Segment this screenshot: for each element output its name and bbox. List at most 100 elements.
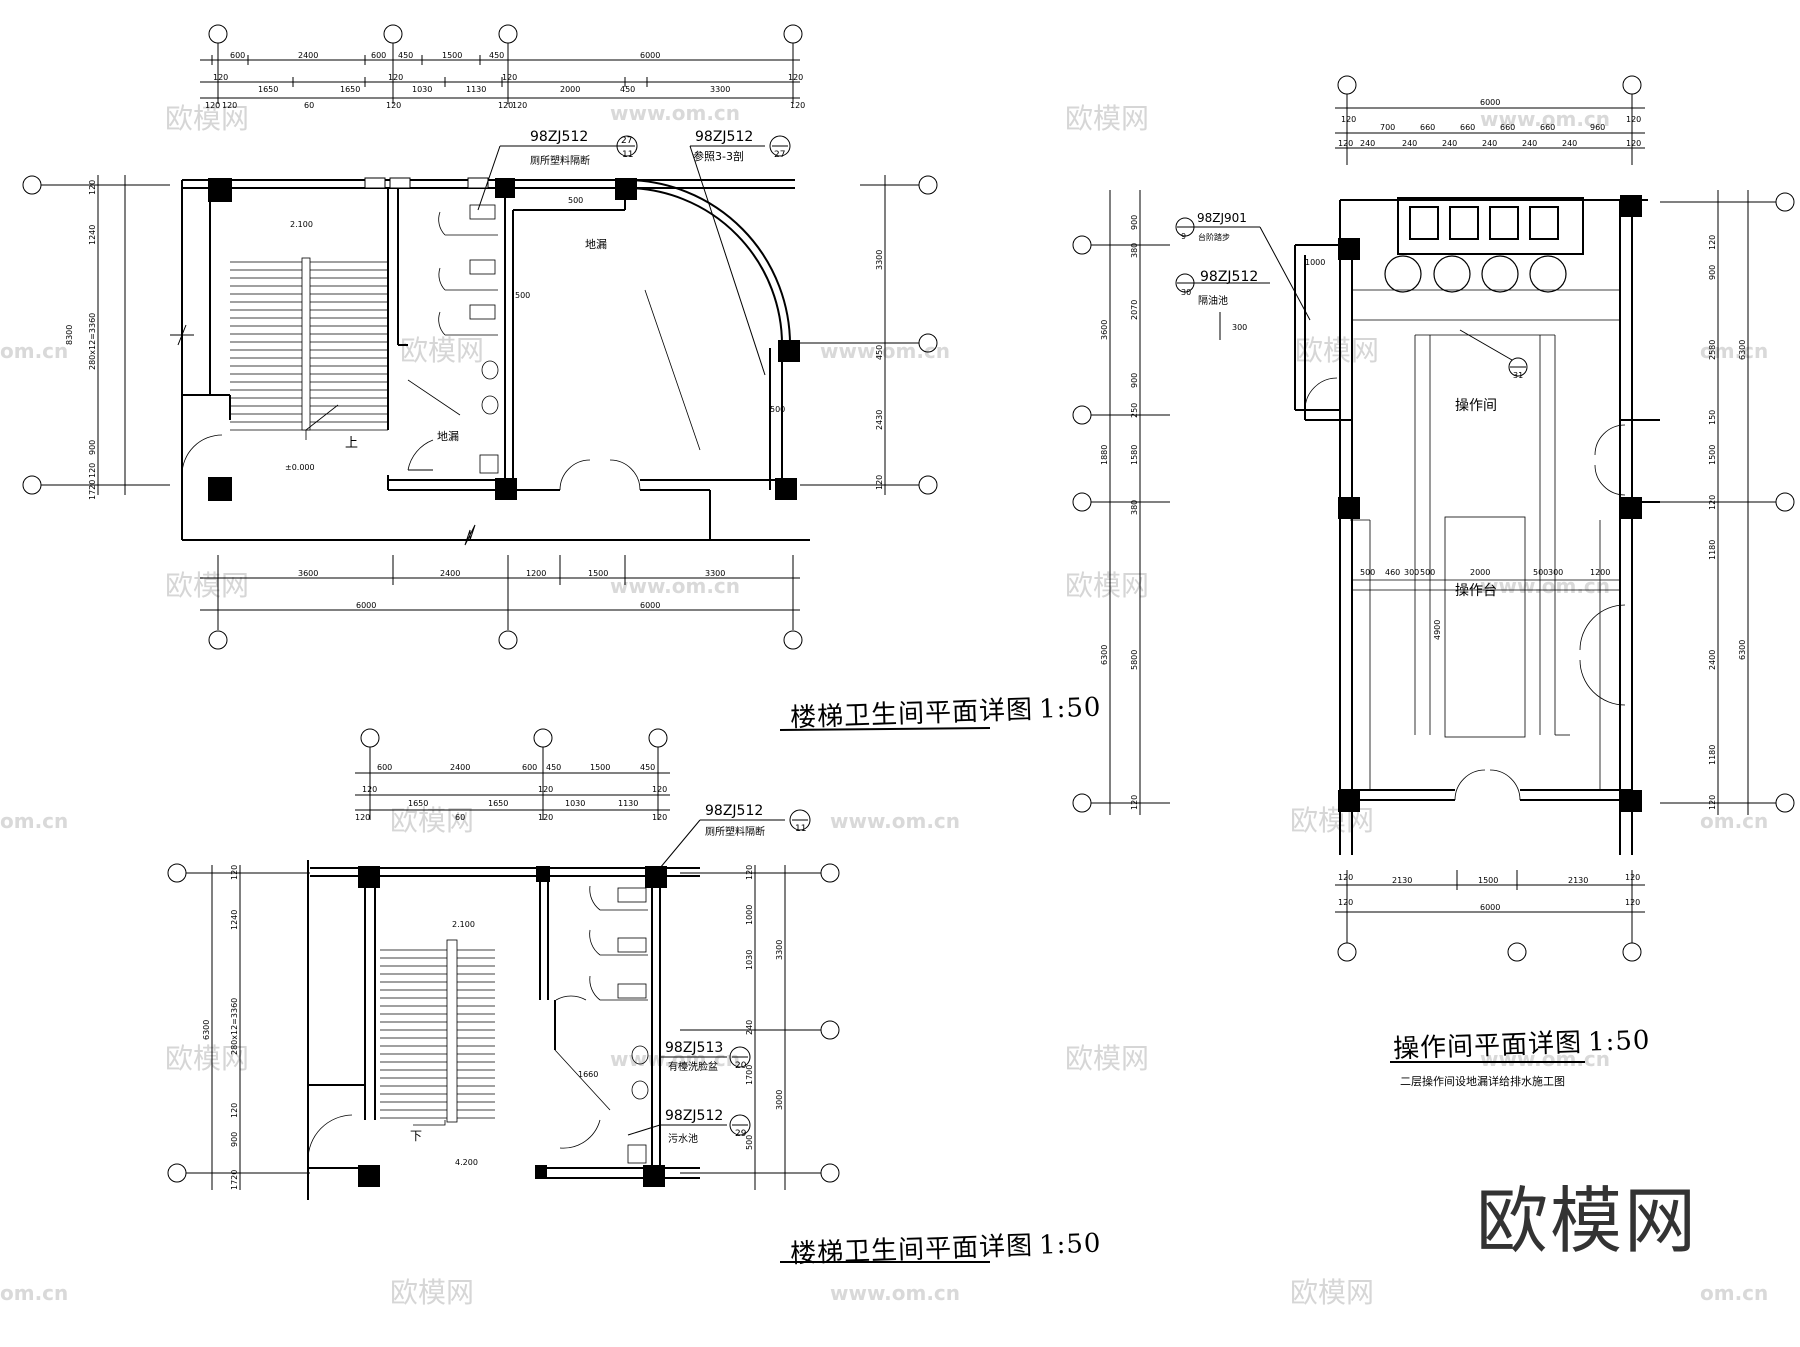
stair-up-label: 上 [345,436,358,451]
dim-text: 120 [1708,795,1717,810]
dim-text: 1180 [1708,540,1717,560]
dim-text: 1500 [442,51,462,60]
watermark-url: om.cn [1700,339,1768,363]
dim-text: 460 [1385,568,1400,577]
callout: 98ZJ512 11 厕所塑料隔断 98ZJ513 20 有檯洗脸盆 98ZJ5… [627,803,811,1145]
dim-text: 450 [489,51,504,60]
callout-ref: 98ZJ512 [705,803,763,819]
dim-text: 120 [790,101,805,110]
dim-text: 1200 [526,569,546,578]
dim-text: 2430 [875,410,884,430]
dim-text: 2400 [1708,650,1717,670]
watermark-url: www.om.cn [1480,1047,1610,1071]
dim-text: 1200 [1590,568,1610,577]
dim-text: 280x12=3360 [230,998,239,1055]
watermark-layer: 欧模网 www.om.cn 欧模网 www.om.cn om.cn 欧模网 ww… [0,101,1768,1309]
level-label: 4.200 [455,1158,478,1167]
left-dim-text: 120 1240 280x12=3360 900 120 1720 8300 [65,180,97,500]
watermark-logo: 欧模网 [1290,804,1374,837]
dim-text: 450 [640,763,655,772]
callout-note: 厕所塑料隔断 [530,154,590,167]
dim-text: 280x12=3360 [88,313,97,370]
columns [208,178,800,501]
callout: 98ZJ512 27 11 厕所塑料隔断 98ZJ512 27 参照3-3剖 [477,129,791,376]
dim-text: 3600 [298,569,318,578]
plan-c-subtitle: 二层操作间设地漏详给排水施工图 [1400,1075,1565,1088]
dim-text: 120 [362,785,377,794]
dim-text: 120 [88,463,97,478]
watermark-url: om.cn [0,1281,68,1305]
callout-ref: 98ZJ513 [665,1040,723,1056]
watermark-logo: 欧模网 [1065,102,1149,135]
callout-note: 厕所塑料隔断 [705,825,765,838]
floor-drain-label: 地漏 [585,238,607,251]
watermark-logo: 欧模网 [1065,569,1149,602]
watermark-logo: 欧模网 [1290,1276,1374,1309]
watermark-logo: 欧模网 [165,1042,249,1075]
dim-text: 6000 [1480,98,1500,107]
dim-ticks [211,55,794,87]
dim-text: 1180 [1708,745,1717,765]
dim-text: 150 [1708,410,1717,425]
dim-text: 960 [1590,123,1605,132]
toilet-stalls [589,885,649,1164]
callout-sheet: 9 [1181,232,1186,241]
dim-text: 1240 [230,910,239,930]
dim-text: 4900 [1433,620,1442,640]
dim-text: 120 [502,73,517,82]
dim-text: 900 [1130,373,1139,388]
dim-text: 660 [1420,123,1435,132]
watermark-url: om.cn [0,339,68,363]
dim-text: 120 [388,73,403,82]
plan-a-scale: 1:50 [1038,692,1102,725]
dim-text: 2130 [1392,876,1412,885]
table-label: 操作台 [1455,583,1497,599]
dim-text: 6300 [1738,640,1747,660]
dim-text: 120 [788,73,803,82]
dim-text: 2580 [1708,340,1717,360]
dim-text: 6300 [1100,645,1109,665]
dim-text: 1000 [1305,258,1325,267]
dim-text: 240 [1482,139,1497,148]
staircase [380,939,495,1126]
callout-ref: 98ZJ901 [1197,211,1247,225]
dim-text: 450 [875,345,884,360]
dim-text: 120 [652,813,667,822]
dim-text: 900 [88,440,97,455]
axis-bubbles-top [208,24,803,104]
dim-text: 120 [538,785,553,794]
stair-down-label: 下 [410,1129,422,1143]
dim-text: 1650 [408,799,428,808]
callout-sheet: 31 [1513,371,1523,380]
dim-text: 2400 [450,763,470,772]
dim-text: 240 [1360,139,1375,148]
callout-ref: 98ZJ512 [530,129,588,145]
callout-note: 污水池 [668,1132,698,1145]
dim-text: 120 [1338,139,1353,148]
dim-text: 900 [1130,215,1139,230]
dim-text: 240 [1562,139,1577,148]
dim-text: 120 [230,1103,239,1118]
dim-text: 500 [745,1135,754,1150]
walls [1294,199,1660,855]
dim-text: 120 [205,101,220,110]
dim-text: 120 [512,101,527,110]
plan-b: 600 2400 600 450 1500 450 120 1650 1650 … [167,728,990,1263]
dim-text: 2400 [298,51,318,60]
dim-text: 1500 [1708,445,1717,465]
dim-text: 120 [1338,898,1353,907]
dim-text: 120 [230,865,239,880]
watermark-logo: 欧模网 [165,102,249,135]
dim-text: 3000 [775,1090,784,1110]
dim-text: 120 [652,785,667,794]
dim-text: 120 [1708,495,1717,510]
dim-text: 500 [1533,568,1548,577]
dim-text: 660 [1460,123,1475,132]
dim-text: 60 [455,813,465,822]
dim-text: 660 [1500,123,1515,132]
dim-text: 120 [1130,795,1139,810]
dim-text: 120 [355,813,370,822]
level-label: 2.100 [290,220,313,229]
watermark-logo: 欧模网 [400,334,484,367]
dim-text: 450 [398,51,413,60]
